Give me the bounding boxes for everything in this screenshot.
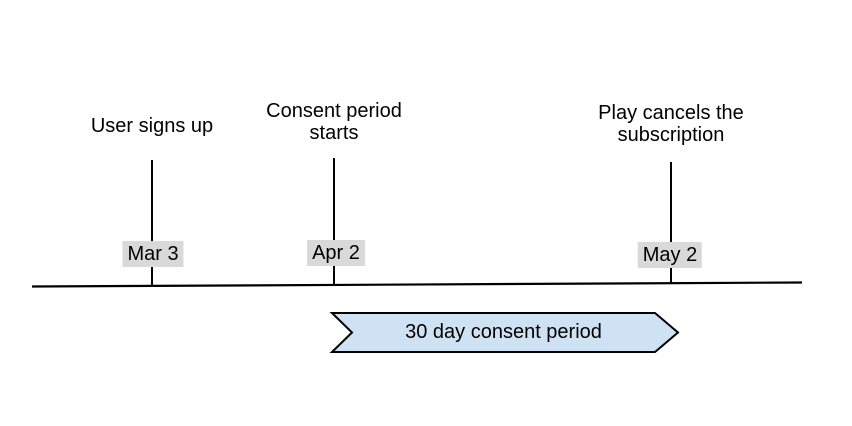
consent-period-banner-label: 30 day consent period	[405, 321, 602, 343]
event-date-badge-consent-start: Apr 2	[307, 240, 365, 266]
event-label-consent-start: Consent period starts	[266, 100, 402, 144]
timeline-axis	[31, 281, 803, 288]
event-label-cancel: Play cancels the subscription	[598, 102, 744, 146]
consent-period-banner-shape	[329, 312, 680, 353]
event-date-badge-signup: Mar 3	[122, 241, 184, 267]
event-label-signup: User signs up	[90, 115, 214, 137]
event-date-badge-cancel: May 2	[637, 242, 703, 268]
